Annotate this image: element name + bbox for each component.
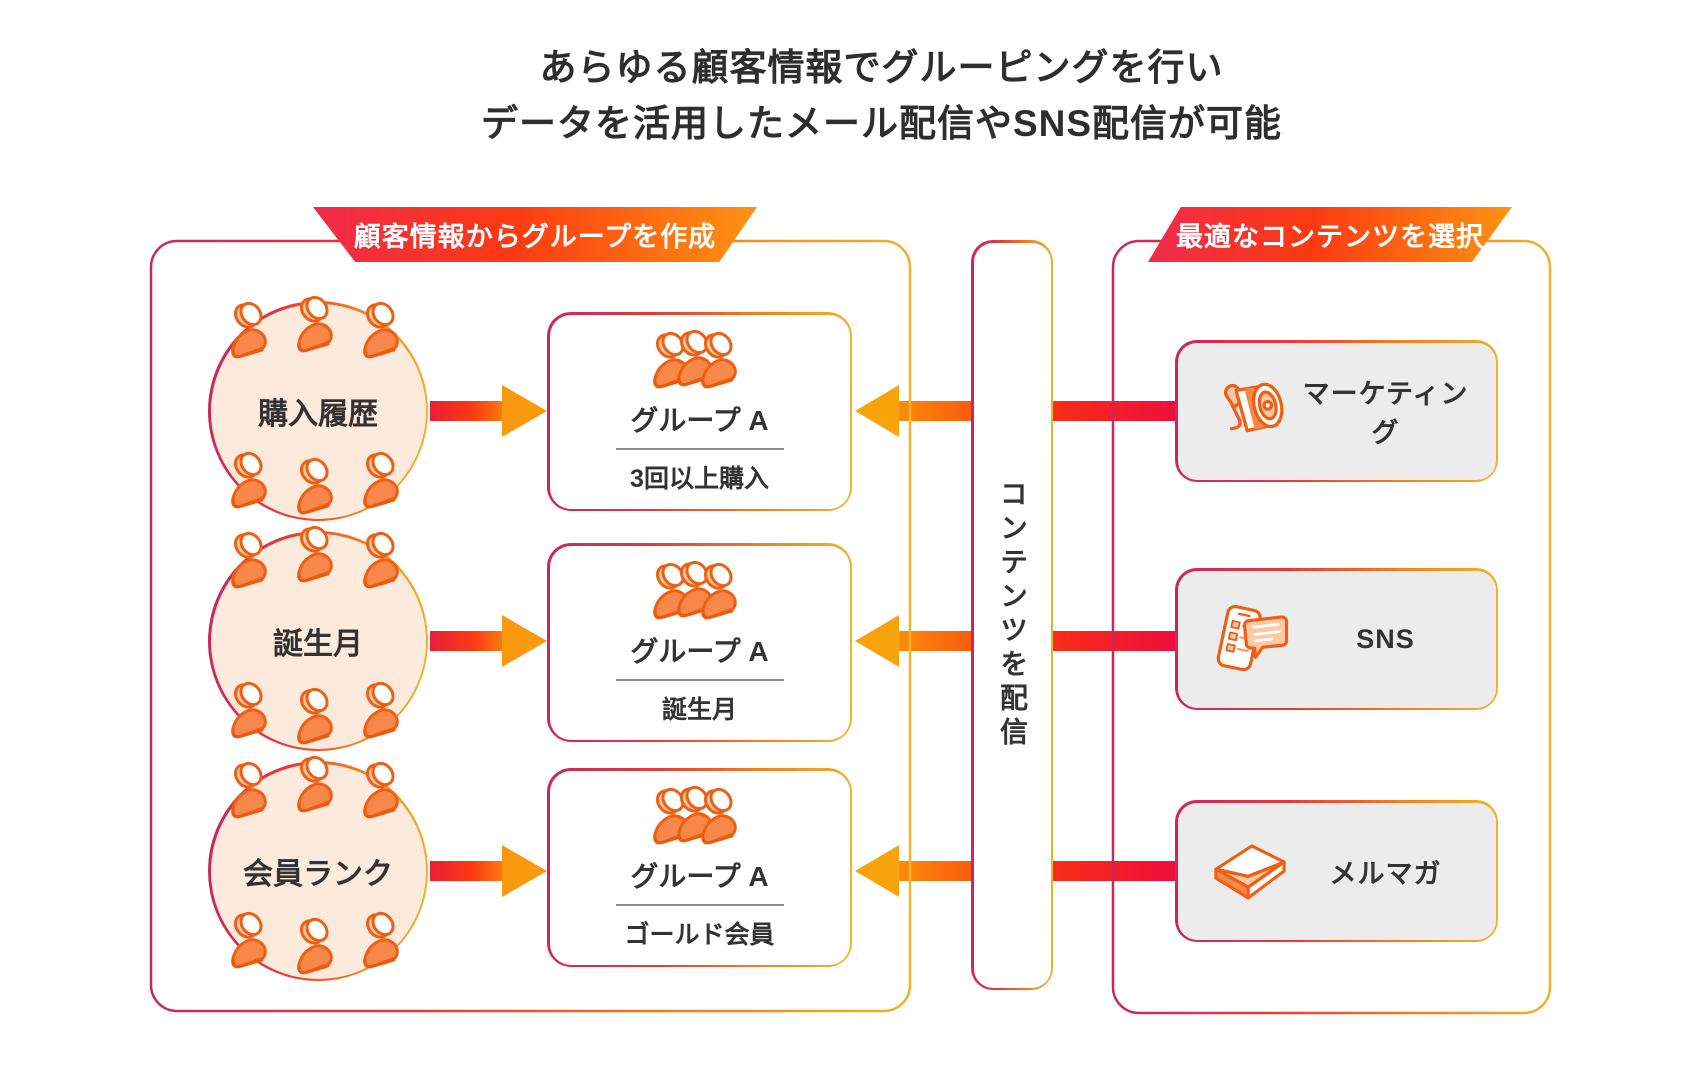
group-name: グループ A bbox=[630, 635, 769, 667]
group-box-2: グループ A 誕生月 bbox=[547, 543, 852, 742]
left-section-banner: 顧客情報からグループを作成 bbox=[313, 207, 757, 262]
arrow-right-connector bbox=[430, 613, 547, 669]
channel-box-marketing: マーケティング bbox=[1175, 340, 1498, 482]
source-label: 会員ランク bbox=[243, 858, 393, 891]
people-group-icon bbox=[651, 326, 737, 388]
arrow-right-connector bbox=[430, 383, 547, 439]
right-section-banner: 最適なコンテンツを選択 bbox=[1148, 207, 1512, 262]
channel-box-sns: SNS bbox=[1175, 568, 1498, 710]
title-line-1: あらゆる顧客情報でグルーピングを行い bbox=[539, 47, 1224, 88]
source-label: 購入履歴 bbox=[258, 398, 378, 431]
arrow-head bbox=[502, 385, 547, 437]
arrow-shaft bbox=[430, 631, 502, 651]
content-delivery-label: コンテンツを配信 bbox=[997, 479, 1028, 751]
source-circle-purchase-history: 購入履歴 bbox=[208, 295, 428, 521]
arrow-head bbox=[502, 615, 547, 667]
divider bbox=[615, 447, 784, 450]
channel-box-newsletter: メルマガ bbox=[1175, 800, 1498, 942]
source-circle-birth-month: 誕生月 bbox=[208, 525, 428, 751]
group-condition: 誕生月 bbox=[661, 695, 737, 724]
channel-label: マーケティング bbox=[1302, 379, 1469, 448]
channel-label: メルマガ bbox=[1329, 858, 1442, 889]
title-line-2: データを活用したメール配信やSNS配信が可能 bbox=[480, 103, 1283, 144]
group-condition: 3回以上購入 bbox=[630, 464, 769, 493]
source-circle-member-rank: 会員ランク bbox=[208, 755, 428, 981]
source-label: 誕生月 bbox=[273, 628, 363, 661]
arrow-head bbox=[855, 615, 899, 667]
arrow-shaft bbox=[430, 861, 502, 881]
people-group-icon bbox=[651, 557, 737, 619]
arrow-right-connector bbox=[430, 843, 547, 899]
arrow-shaft bbox=[430, 401, 502, 421]
group-condition: ゴールド会員 bbox=[624, 920, 775, 949]
divider bbox=[615, 903, 784, 906]
megaphone-icon bbox=[1204, 371, 1296, 451]
phone-chat-icon bbox=[1204, 597, 1296, 681]
divider bbox=[615, 678, 784, 681]
arrow-head bbox=[855, 385, 899, 437]
page-title: あらゆる顧客情報でグルーピングを行い データを活用したメール配信やSNS配信が可… bbox=[30, 40, 1703, 152]
group-name: グループ A bbox=[630, 860, 769, 892]
left-banner-label: 顧客情報からグループを作成 bbox=[353, 222, 717, 252]
group-name: グループ A bbox=[630, 404, 769, 436]
people-group-icon bbox=[651, 782, 737, 844]
group-box-3: グループ A ゴールド会員 bbox=[547, 768, 852, 967]
arrow-head bbox=[502, 845, 547, 897]
right-banner-label: 最適なコンテンツを選択 bbox=[1176, 222, 1484, 252]
envelope-icon bbox=[1204, 832, 1296, 910]
channel-label: SNS bbox=[1356, 623, 1415, 654]
group-box-1: グループ A 3回以上購入 bbox=[547, 312, 852, 511]
content-delivery-bar: コンテンツを配信 bbox=[971, 240, 1053, 990]
arrow-head bbox=[855, 845, 899, 897]
